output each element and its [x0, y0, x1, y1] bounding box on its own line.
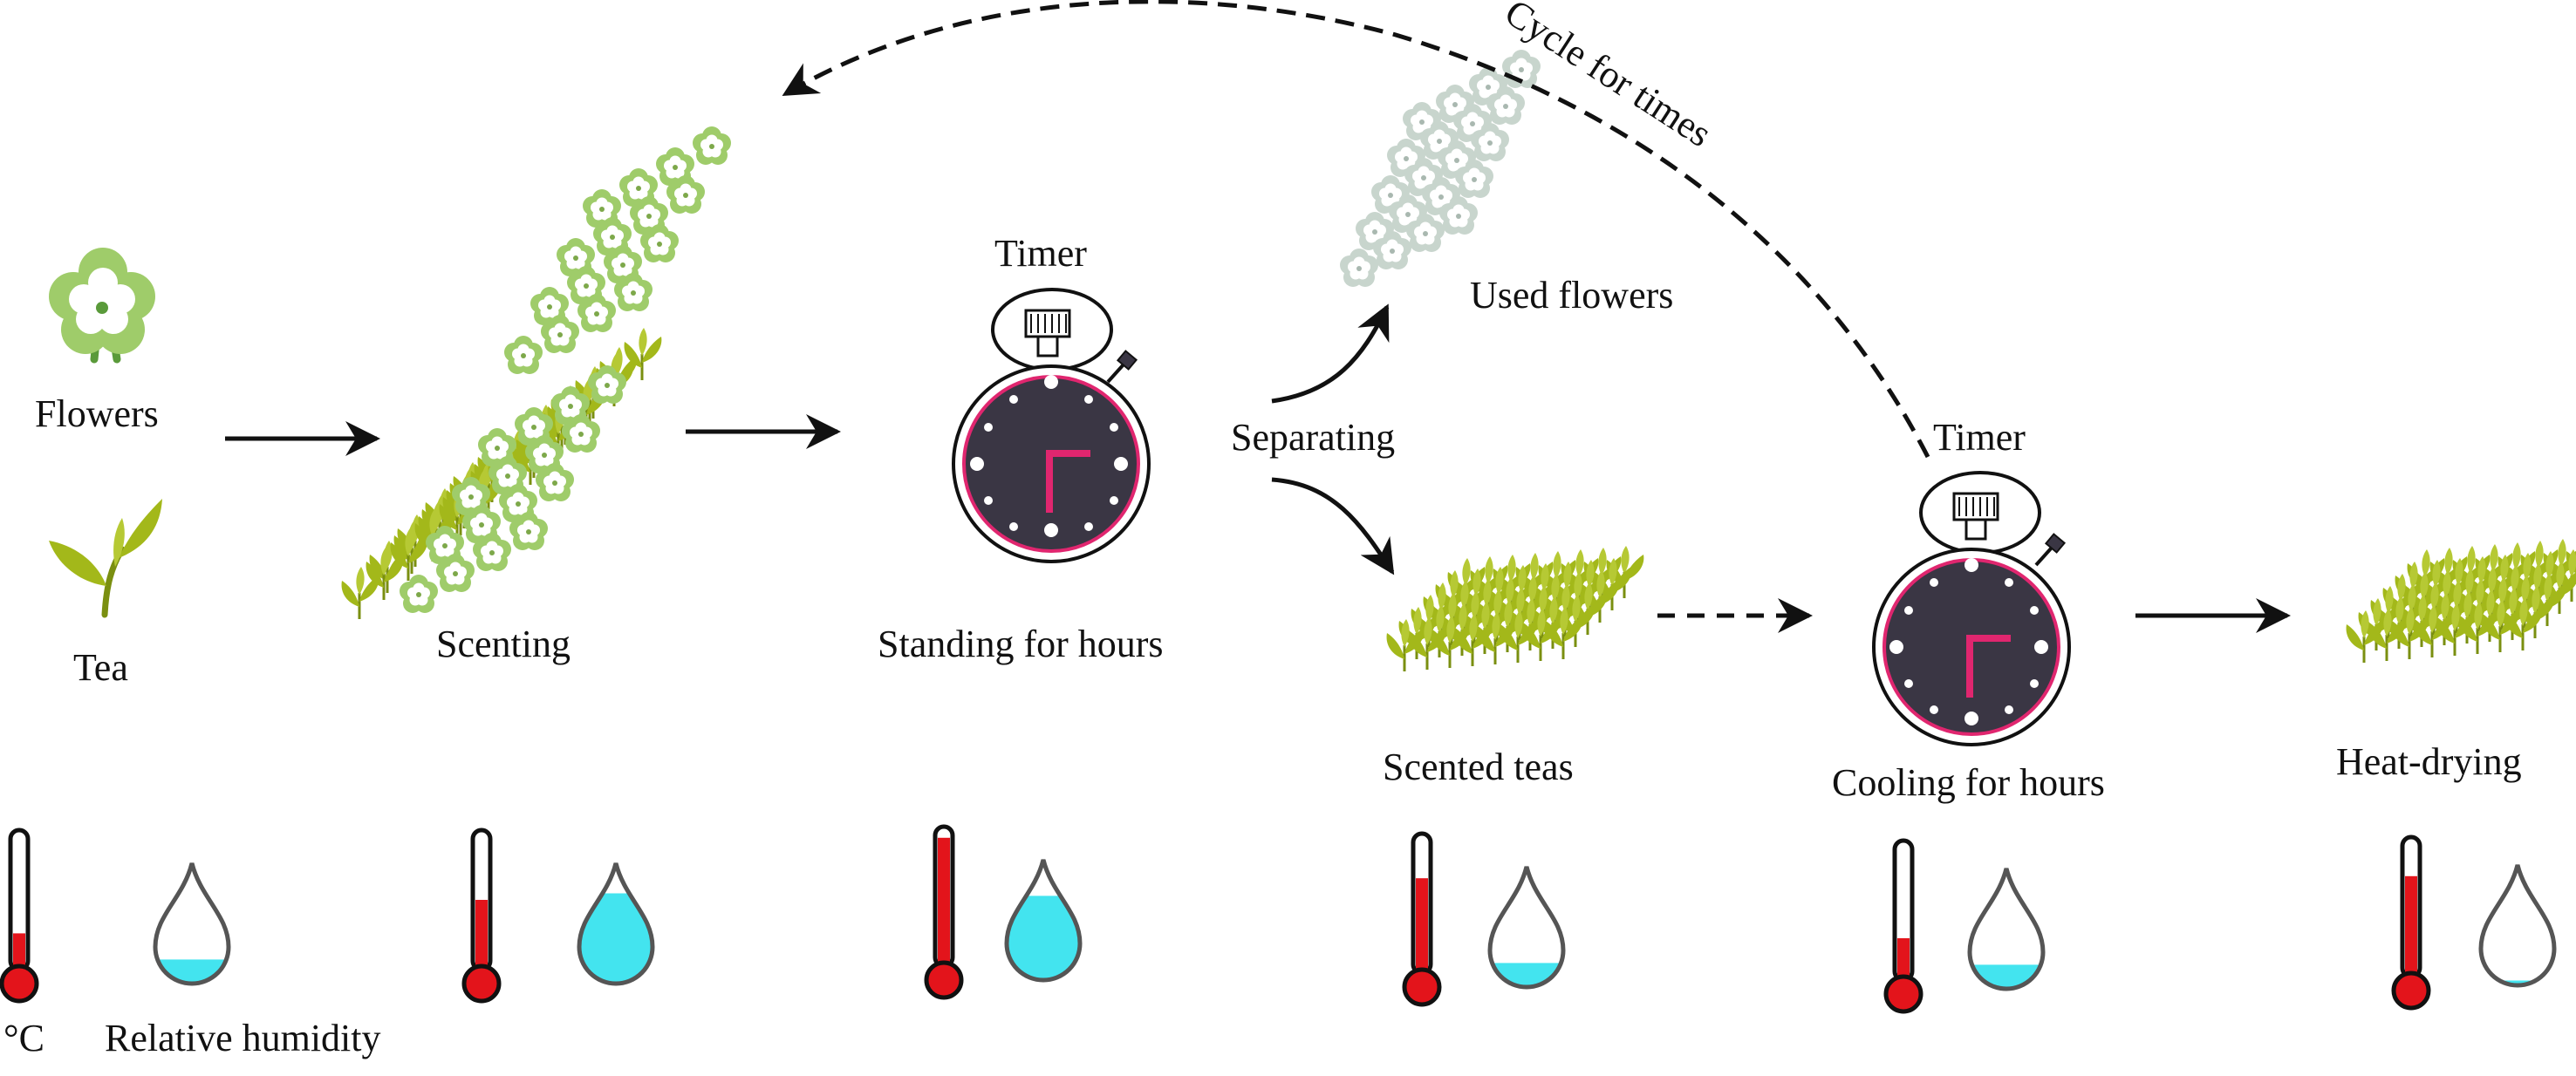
thermometer-icon [461, 827, 502, 1004]
thermometer-icon [924, 824, 964, 1000]
tea-label: Tea [73, 646, 128, 689]
thermometer-icon [1402, 831, 1442, 1007]
stopwatch-icon-2 [1872, 471, 2071, 746]
timer-dots-1 [970, 375, 1128, 537]
scented-teas-stack [1385, 544, 1645, 673]
thermometer-icon [1883, 838, 1923, 1014]
temperature-unit-label: °C [3, 1017, 44, 1059]
thermometer-icon [2391, 834, 2431, 1011]
humidity-droplet-icon [2478, 864, 2557, 988]
timer-dots-2 [1889, 558, 2048, 725]
timer-label-1: Timer [994, 232, 1087, 275]
tea-leaf-icon [49, 499, 162, 618]
stopwatch-icon-1 [952, 288, 1151, 563]
scenting-label: Scenting [436, 623, 571, 665]
temperature-humidity-gauges [0, 824, 2557, 1014]
heat-drying-label: Heat-drying [2336, 740, 2522, 783]
cooling-label: Cooling for hours [1832, 761, 2105, 804]
used-flowers-label: Used flowers [1470, 274, 1673, 317]
arrow-to-used-flowers [1271, 303, 1390, 404]
arrow-to-scented-teas [1271, 477, 1395, 575]
humidity-droplet-icon [1004, 859, 1083, 983]
scented-teas-label: Scented teas [1383, 746, 1574, 788]
used-flowers-stack [1340, 50, 1541, 287]
scenting-flower-tea-stack [340, 126, 731, 621]
humidity-droplet-icon [577, 862, 655, 986]
separating-label: Separating [1231, 416, 1395, 459]
humidity-droplet-icon [1487, 866, 1566, 990]
flower-icon [49, 248, 155, 364]
humidity-droplet-icon [1967, 868, 2046, 991]
cycle-arrow [782, 0, 1930, 459]
flowers-label: Flowers [35, 392, 159, 435]
standing-label: Standing for hours [878, 623, 1164, 665]
relative-humidity-label: Relative humidity [105, 1017, 381, 1059]
timer-label-2: Timer [1933, 416, 2026, 459]
thermometer-icon [0, 827, 39, 1004]
heat-dried-tea-stack [2345, 535, 2576, 664]
